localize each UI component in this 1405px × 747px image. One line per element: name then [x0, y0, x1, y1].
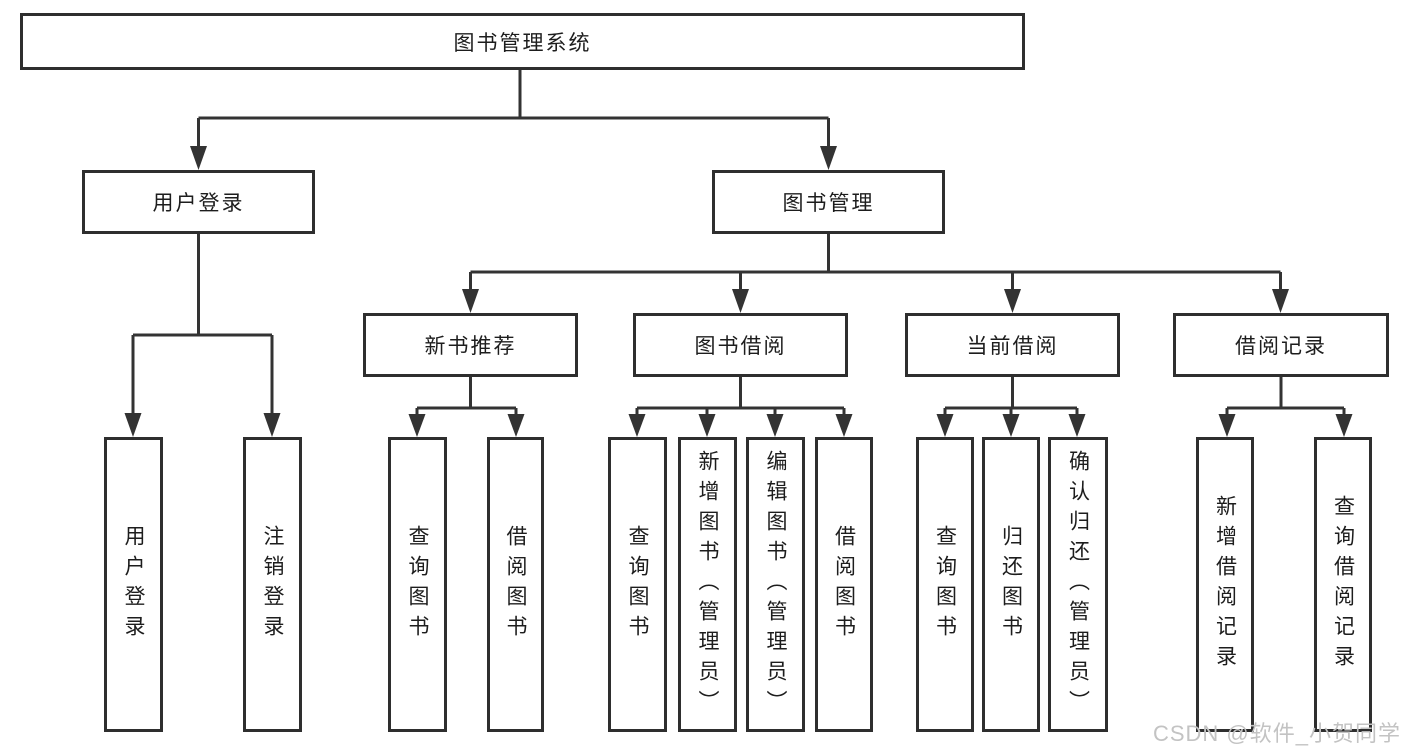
arrowhead [408, 414, 426, 437]
watermark: CSDN @软件_小贺同学 [1152, 721, 1401, 746]
leaf-borrow-query-books-label: 查询图书 [626, 524, 649, 645]
leaf-borrow-books: 借阅图书 [815, 437, 873, 732]
leaf-current-query-books-label: 查询图书 [933, 524, 957, 645]
arrowhead [820, 146, 837, 170]
arrowhead [1004, 289, 1021, 313]
node-current-borrow-label: 当前借阅 [966, 335, 1059, 358]
connector-root-to-level2 [190, 70, 837, 170]
leaf-logout-label: 注销登录 [261, 524, 284, 645]
arrowhead [190, 146, 207, 170]
node-current-borrow: 当前借阅 [905, 313, 1120, 377]
arrowhead [936, 414, 954, 437]
leaf-add-books-admin-label: 新增图书（管理员） [696, 449, 719, 720]
connector-book-management-children [462, 234, 1289, 313]
node-root-label: 图书管理系统 [453, 31, 592, 55]
node-user-login: 用户登录 [82, 170, 315, 234]
node-root: 图书管理系统 [20, 13, 1025, 70]
leaf-borrow-query-books: 查询图书 [608, 437, 667, 732]
leaf-edit-books-admin-label: 编辑图书（管理员） [764, 449, 787, 720]
connector-current-borrow-children [936, 377, 1086, 437]
leaf-add-borrow-record-label: 新增借阅记录 [1213, 494, 1237, 675]
arrowhead [1335, 414, 1353, 437]
leaf-query-borrow-record: 查询借阅记录 [1314, 437, 1372, 732]
leaf-return-books-label: 归还图书 [999, 524, 1023, 645]
arrowhead [1068, 414, 1086, 437]
arrowhead [462, 289, 479, 313]
arrowhead [835, 414, 853, 437]
node-new-book-recommend-label: 新书推荐 [424, 335, 517, 358]
arrowhead [1272, 289, 1289, 313]
leaf-confirm-return-admin: 确认归还（管理员） [1048, 437, 1108, 732]
leaf-confirm-return-admin-label: 确认归还（管理员） [1066, 449, 1090, 720]
arrowhead [507, 414, 525, 437]
leaf-logout: 注销登录 [243, 437, 302, 732]
arrowhead [263, 413, 281, 437]
leaf-recommend-borrow-books: 借阅图书 [487, 437, 544, 732]
node-book-management: 图书管理 [712, 170, 945, 234]
connector-book-borrow-children [628, 377, 853, 437]
leaf-return-books: 归还图书 [982, 437, 1040, 732]
node-book-management-label: 图书管理 [782, 192, 875, 215]
node-book-borrow-label: 图书借阅 [694, 335, 787, 358]
connector-new-book-recommend-children [408, 377, 525, 437]
arrowhead [628, 414, 646, 437]
leaf-add-books-admin: 新增图书（管理员） [678, 437, 737, 732]
node-borrow-records-label: 借阅记录 [1235, 335, 1327, 358]
leaf-user-login: 用户登录 [104, 437, 163, 732]
leaf-user-login-label: 用户登录 [122, 524, 145, 645]
arrowhead [698, 414, 716, 437]
arrowhead [732, 289, 749, 313]
connector-borrow-records-children [1218, 377, 1353, 437]
leaf-recommend-query-books: 查询图书 [388, 437, 447, 732]
leaf-query-borrow-record-label: 查询借阅记录 [1331, 494, 1355, 675]
node-borrow-records: 借阅记录 [1173, 313, 1389, 377]
leaf-edit-books-admin: 编辑图书（管理员） [746, 437, 805, 732]
leaf-recommend-query-books-label: 查询图书 [406, 524, 429, 645]
arrowhead [124, 413, 142, 437]
node-user-login-label: 用户登录 [152, 192, 245, 215]
connector-user-login-children [124, 234, 281, 437]
leaf-borrow-books-label: 借阅图书 [832, 524, 856, 645]
leaf-current-query-books: 查询图书 [916, 437, 974, 732]
leaf-add-borrow-record: 新增借阅记录 [1196, 437, 1254, 732]
arrowhead [766, 414, 784, 437]
node-new-book-recommend: 新书推荐 [363, 313, 578, 377]
leaf-recommend-borrow-books-label: 借阅图书 [504, 524, 527, 645]
node-book-borrow: 图书借阅 [633, 313, 848, 377]
arrowhead [1002, 414, 1020, 437]
arrowhead [1218, 414, 1236, 437]
